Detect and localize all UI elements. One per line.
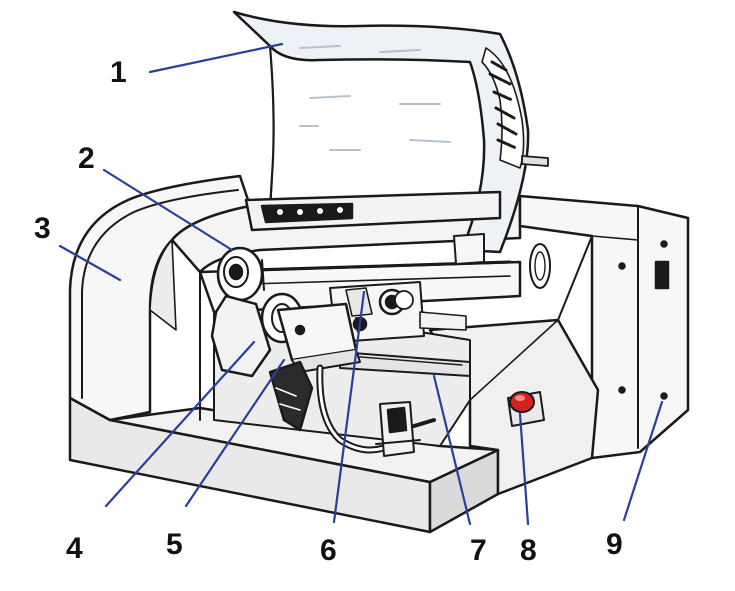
callout-6: 6 xyxy=(320,534,337,567)
callout-4: 4 xyxy=(66,532,83,565)
leader-line-6 xyxy=(332,290,366,524)
callout-2: 2 xyxy=(78,142,95,175)
callout-7: 7 xyxy=(470,534,487,567)
leader-line-3 xyxy=(58,244,122,282)
leader-line-1 xyxy=(148,42,284,74)
leader-lines xyxy=(58,42,664,526)
callout-1: 1 xyxy=(110,56,127,89)
right-cabinet xyxy=(518,194,690,460)
callout-3: 3 xyxy=(34,212,51,245)
callout-8: 8 xyxy=(520,534,537,567)
machine-base xyxy=(68,396,500,534)
leader-line-4 xyxy=(104,340,256,508)
top-cover-lid xyxy=(232,10,549,265)
leader-line-7 xyxy=(432,374,472,526)
work-area xyxy=(198,246,522,457)
emergency-stop-button xyxy=(507,391,545,427)
leader-line-2 xyxy=(102,168,234,252)
leader-line-8 xyxy=(518,412,530,526)
callout-9: 9 xyxy=(606,528,623,561)
leader-line-5 xyxy=(184,358,286,508)
leader-line-9 xyxy=(622,400,664,522)
left-housing xyxy=(68,174,252,422)
callout-5: 5 xyxy=(166,528,183,561)
